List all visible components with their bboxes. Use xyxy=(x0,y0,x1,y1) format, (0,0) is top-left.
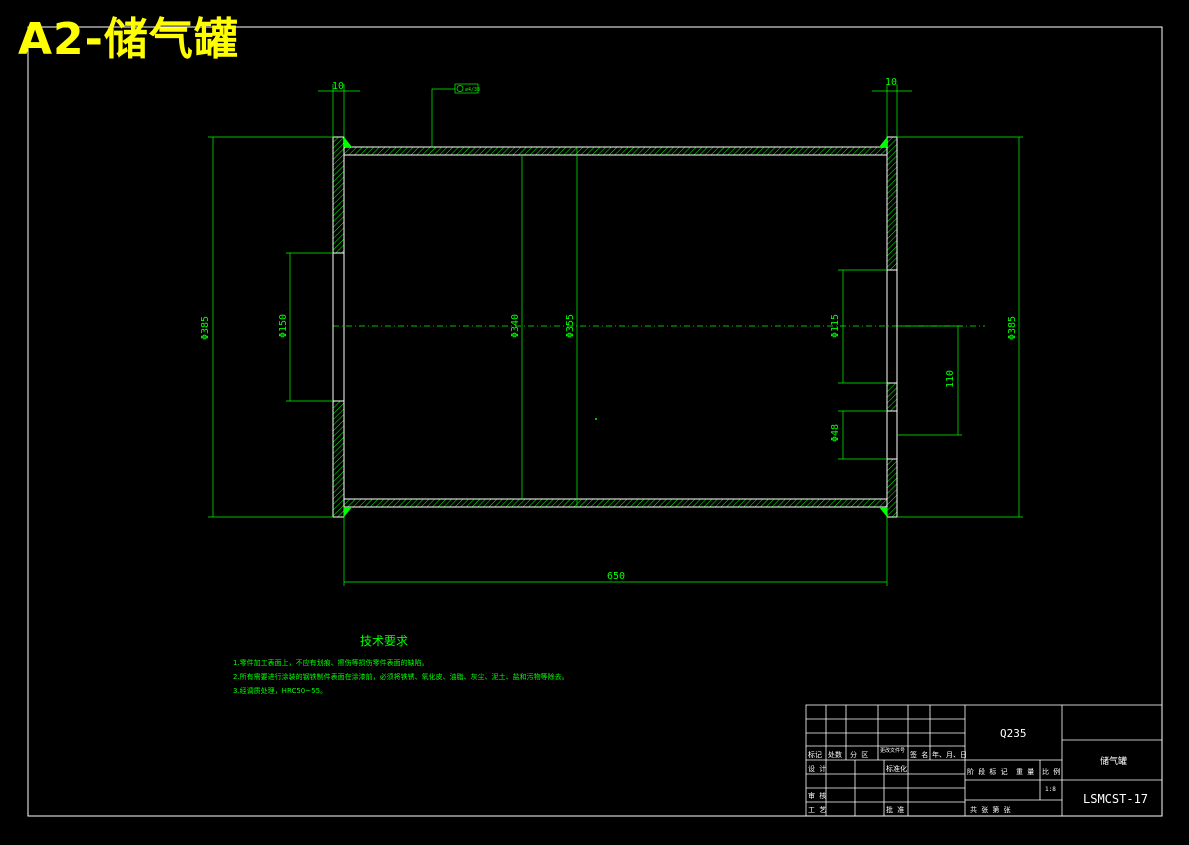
weld-fillet xyxy=(879,137,887,147)
dim-port-left xyxy=(286,252,333,402)
dim-length xyxy=(343,507,888,586)
dim-port-right-small xyxy=(838,410,887,460)
label-count: 处数 xyxy=(828,750,842,759)
weld-fillet xyxy=(879,507,887,517)
dim-text: 10 xyxy=(885,77,897,88)
flange-right-middle xyxy=(886,382,898,412)
label-sheets: 共 张 第 张 xyxy=(970,805,1011,814)
label-ratio: 比 例 xyxy=(1042,767,1060,776)
material-text: Q235 xyxy=(1000,727,1027,740)
dim-text: Φ355 xyxy=(565,314,576,338)
dim-flange-outer-right xyxy=(897,136,1023,518)
shell-wall-bottom xyxy=(343,498,888,508)
dim-text: Φ115 xyxy=(830,314,841,338)
dim-text: 10 xyxy=(332,81,344,92)
dim-port-right-large xyxy=(838,269,887,384)
label-weight: 重 量 xyxy=(1016,768,1034,776)
tech-requirement-item: 3.经调质处理，HRC50~55。 xyxy=(233,687,328,695)
tech-requirements-heading: 技术要求 xyxy=(360,634,409,648)
label-approve: 批 准 xyxy=(886,805,904,814)
shell-wall-top xyxy=(343,146,888,156)
label-review: 审 核 xyxy=(808,791,826,800)
label-standard: 标准化 xyxy=(886,764,907,773)
label-process: 工 艺 xyxy=(808,806,826,814)
weld-fillet xyxy=(344,137,352,147)
dim-flange-outer-left xyxy=(208,136,333,518)
dim-text: Φ340 xyxy=(510,314,521,338)
flange-left-lower xyxy=(332,400,345,518)
label-design: 设 计 xyxy=(808,764,826,773)
flange-right-lower xyxy=(886,458,898,518)
dim-text: 110 xyxy=(945,370,956,388)
label-stage: 阶 段 标 记 xyxy=(967,767,1008,776)
weld-symbol-text: ⌀4/38 xyxy=(465,87,480,93)
drawing-number-text: LSMCST-17 xyxy=(1083,792,1148,806)
dim-text: Φ150 xyxy=(278,314,289,338)
label-signature: 签 名 xyxy=(910,750,928,759)
drawing-title: A2-储气罐 xyxy=(18,14,239,65)
label-zone: 分 区 xyxy=(850,750,868,759)
weld-callout xyxy=(431,83,479,147)
tech-requirements-list: 1.零件加工表面上，不应有划痕、擦伤等损伤零件表面的缺陷。 2.所有需要进行涂装… xyxy=(233,656,569,698)
scale-text: 1:8 xyxy=(1045,786,1056,793)
dim-text: Φ48 xyxy=(830,424,841,442)
tech-requirement-item: 2.所有需要进行涂装的钢铁制件表面在涂漆前，必须将铁锈、氧化皮、油脂、灰尘、泥土… xyxy=(233,673,569,681)
dim-text: Φ385 xyxy=(1007,316,1018,340)
label-date: 年、月、日 xyxy=(932,750,967,759)
flange-right-upper xyxy=(886,136,898,271)
part-name-text: 储气罐 xyxy=(1100,755,1127,767)
weld-fillet xyxy=(344,507,352,517)
center-point xyxy=(595,418,597,420)
dim-port-right-offset xyxy=(897,325,962,436)
dim-text: 650 xyxy=(607,571,625,582)
sheet-border xyxy=(27,26,1163,817)
title-block xyxy=(805,704,1163,817)
label-mark: 标记 xyxy=(808,750,822,759)
dim-flange-thickness-left xyxy=(318,84,360,137)
tech-requirement-item: 1.零件加工表面上，不应有划痕、擦伤等损伤零件表面的缺陷。 xyxy=(233,659,429,667)
dim-text: Φ385 xyxy=(200,316,211,340)
dim-flange-thickness-right xyxy=(872,84,912,137)
label-change-doc: 更改文件号 xyxy=(880,747,905,754)
flange-left-upper xyxy=(332,136,345,254)
